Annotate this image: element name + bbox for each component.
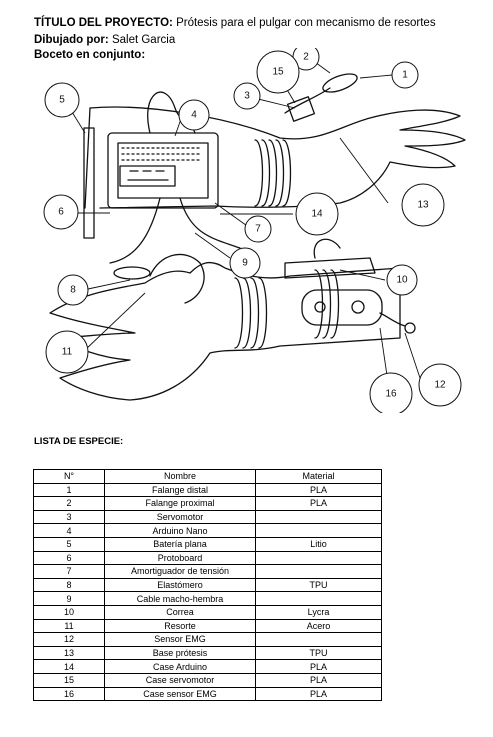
cell-name: Case servomotor (105, 673, 256, 687)
cell-name: Servomotor (105, 510, 256, 524)
cell-number: 4 (34, 524, 105, 538)
callout-label-15: 15 (272, 67, 284, 78)
cell-number: 16 (34, 687, 105, 701)
cell-name: Amortiguador de tensión (105, 565, 256, 579)
cell-name: Base prótesis (105, 646, 256, 660)
table-body: 1Falange distalPLA2Falange proximalPLA3S… (34, 483, 382, 701)
cell-number: 6 (34, 551, 105, 565)
cell-name: Falange distal (105, 483, 256, 497)
table-header-row: N° Nombre Material (34, 470, 382, 484)
table-row: 8ElastómeroTPU (34, 578, 382, 592)
column-header-number: N° (34, 470, 105, 484)
cell-name: Batería plana (105, 537, 256, 551)
cell-number: 10 (34, 605, 105, 619)
cell-material: PLA (256, 687, 382, 701)
cell-number: 1 (34, 483, 105, 497)
cell-material: PLA (256, 483, 382, 497)
cell-name: Protoboard (105, 551, 256, 565)
callout-label-8: 8 (70, 285, 76, 296)
project-title-value: Prótesis para el pulgar con mecanismo de… (176, 17, 436, 29)
cell-material: TPU (256, 578, 382, 592)
cell-name: Elastómero (105, 578, 256, 592)
cell-name: Case sensor EMG (105, 687, 256, 701)
cell-name: Resorte (105, 619, 256, 633)
callout-label-12: 12 (434, 380, 446, 391)
column-header-material: Material (256, 470, 382, 484)
table-row: 3Servomotor (34, 510, 382, 524)
cell-number: 7 (34, 565, 105, 579)
callout-label-4: 4 (191, 110, 197, 121)
cell-material (256, 633, 382, 647)
cell-material (256, 551, 382, 565)
column-header-name: Nombre (105, 470, 256, 484)
table-row: 15Case servomotorPLA (34, 673, 382, 687)
callout-label-14: 14 (311, 209, 323, 220)
cell-number: 2 (34, 497, 105, 511)
assembly-sketch: 1 2 3 4 5 6 7 8 9 10 11 12 13 14 15 16 (40, 48, 490, 413)
callout-label-3: 3 (244, 91, 250, 102)
table-row: 6Protoboard (34, 551, 382, 565)
cell-number: 14 (34, 660, 105, 674)
table-row: 4Arduino Nano (34, 524, 382, 538)
cell-number: 3 (34, 510, 105, 524)
table-row: 1Falange distalPLA (34, 483, 382, 497)
callout-label-1: 1 (402, 70, 408, 81)
table-row: 14Case ArduinoPLA (34, 660, 382, 674)
callout-label-16: 16 (385, 389, 397, 400)
cell-number: 12 (34, 633, 105, 647)
cell-material: Litio (256, 537, 382, 551)
project-title-line: TÍTULO DEL PROYECTO: Prótesis para el pu… (34, 16, 436, 30)
callout-label-2: 2 (303, 52, 309, 63)
cell-name: Sensor EMG (105, 633, 256, 647)
cell-number: 15 (34, 673, 105, 687)
cell-material (256, 592, 382, 606)
cell-name: Arduino Nano (105, 524, 256, 538)
cell-number: 8 (34, 578, 105, 592)
species-list-title: LISTA DE ESPECIE: (34, 436, 123, 447)
cell-material (256, 510, 382, 524)
table-row: 16Case sensor EMGPLA (34, 687, 382, 701)
table-row: 11ResorteAcero (34, 619, 382, 633)
cell-name: Cable macho-hembra (105, 592, 256, 606)
project-title-label: TÍTULO DEL PROYECTO: (34, 17, 173, 29)
table-row: 10CorreaLycra (34, 605, 382, 619)
table-row: 12Sensor EMG (34, 633, 382, 647)
cell-material (256, 524, 382, 538)
callout-label-6: 6 (58, 207, 64, 218)
table-row: 5Batería planaLitio (34, 537, 382, 551)
callout-label-13: 13 (417, 200, 429, 211)
cell-material: TPU (256, 646, 382, 660)
cell-material: Lycra (256, 605, 382, 619)
cell-name: Correa (105, 605, 256, 619)
callout-label-11: 11 (62, 347, 73, 358)
author-line: Dibujado por: Salet Garcia (34, 33, 175, 47)
table-row: 9Cable macho-hembra (34, 592, 382, 606)
callout-label-9: 9 (242, 258, 248, 269)
callout-label-10: 10 (396, 275, 408, 286)
cell-name: Case Arduino (105, 660, 256, 674)
cell-number: 13 (34, 646, 105, 660)
cell-material: PLA (256, 660, 382, 674)
cell-number: 9 (34, 592, 105, 606)
cell-number: 11 (34, 619, 105, 633)
author-label: Dibujado por: (34, 34, 109, 46)
callout-label-7: 7 (255, 224, 261, 235)
species-list-table: N° Nombre Material 1Falange distalPLA2Fa… (33, 469, 382, 701)
cell-material: Acero (256, 619, 382, 633)
cell-material: PLA (256, 673, 382, 687)
table-row: 13Base prótesisTPU (34, 646, 382, 660)
cell-name: Falange proximal (105, 497, 256, 511)
cell-number: 5 (34, 537, 105, 551)
author-value: Salet Garcia (112, 34, 175, 46)
cell-material: PLA (256, 497, 382, 511)
table-row: 7Amortiguador de tensión (34, 565, 382, 579)
table-row: 2Falange proximalPLA (34, 497, 382, 511)
cell-material (256, 565, 382, 579)
callout-label-5: 5 (59, 95, 65, 106)
